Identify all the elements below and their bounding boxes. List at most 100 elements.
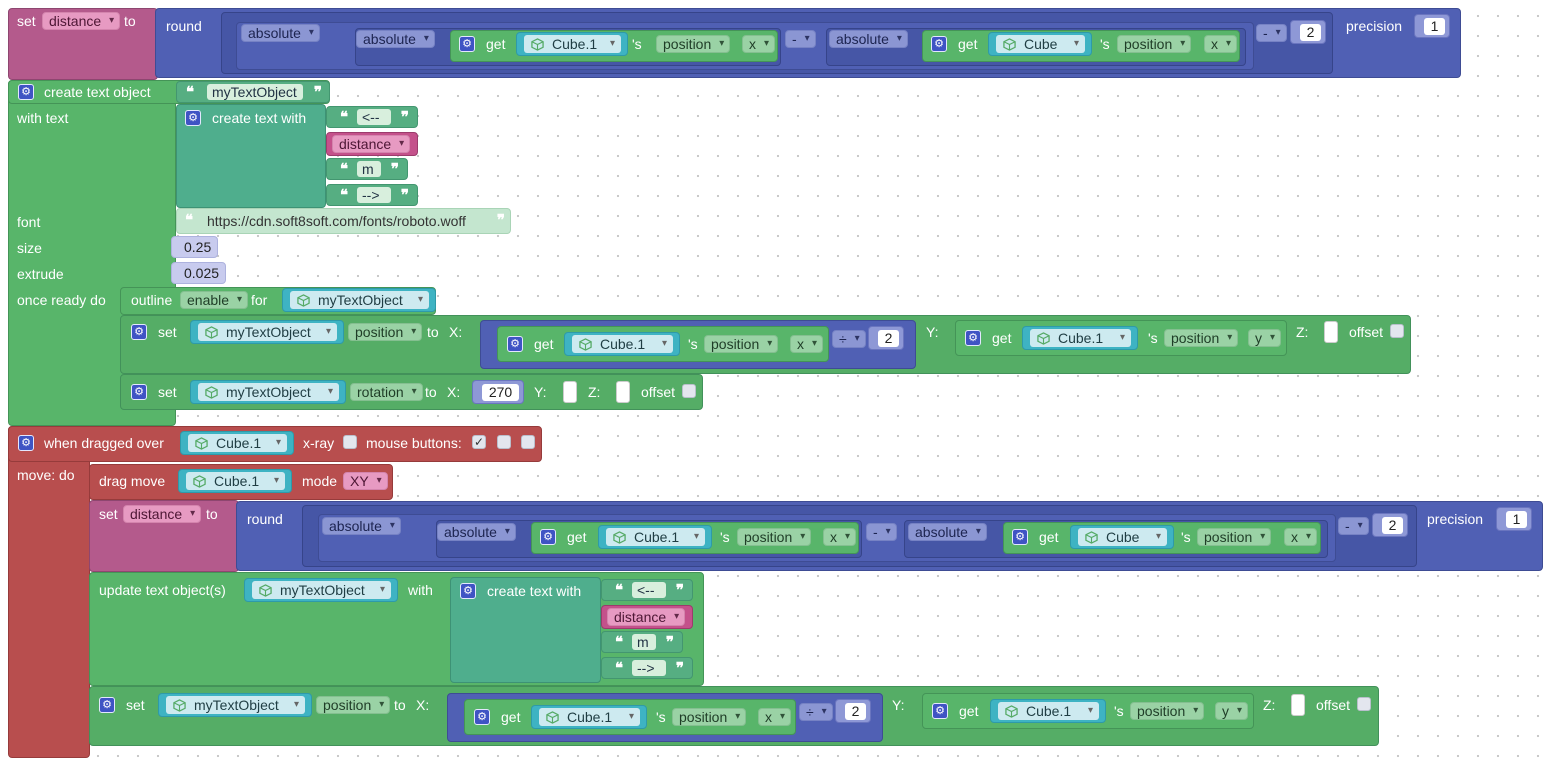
distance-var-dropdown[interactable]: distance (607, 608, 686, 626)
object-cube1[interactable]: Cube.1 (564, 332, 680, 356)
offset-checkbox[interactable] (1357, 697, 1371, 711)
cube-icon (546, 711, 559, 724)
text-item-arrow-right[interactable]: ❝-->❞ (326, 184, 418, 206)
mode-dropdown[interactable]: XY (343, 472, 388, 490)
divide-operator-dropdown[interactable]: ÷ (832, 330, 866, 348)
get-label: get (992, 330, 1012, 346)
text-item-arrow-right[interactable]: ❝-->❞ (601, 657, 693, 679)
axis-dropdown[interactable]: x (790, 335, 823, 353)
object-cube[interactable]: Cube (1070, 525, 1174, 549)
number-input[interactable]: 2 (868, 326, 904, 350)
object-cube1[interactable]: Cube.1 (598, 525, 712, 549)
xray-checkbox[interactable] (343, 435, 357, 449)
mouse-button-left-checkbox[interactable]: ✓ (472, 435, 486, 449)
text-item-arrow-left[interactable]: ❝<--❞ (601, 579, 693, 601)
property-dropdown[interactable]: position (704, 335, 779, 353)
absolute-dropdown-1[interactable]: absolute (437, 523, 516, 541)
z-empty-slot[interactable] (1291, 694, 1305, 716)
distance-var-dropdown[interactable]: distance (123, 505, 202, 523)
object-cube1[interactable]: Cube.1 (1022, 326, 1138, 350)
axis-dropdown[interactable]: x (823, 528, 856, 546)
property-dropdown[interactable]: position (316, 696, 391, 714)
mouse-button-right-checkbox[interactable] (521, 435, 535, 449)
mouse-button-middle-checkbox[interactable] (497, 435, 511, 449)
to-label: to (206, 506, 218, 522)
object-cube[interactable]: Cube (988, 32, 1092, 56)
object-mytextobject[interactable]: myTextObject (190, 380, 346, 404)
absolute-dropdown-2[interactable]: absolute (829, 30, 908, 48)
object-cube1[interactable]: Cube.1 (516, 32, 628, 56)
distance-var-dropdown[interactable]: distance (42, 12, 121, 30)
text-item-arrow-left[interactable]: ❝<--❞ (326, 106, 418, 128)
to-label: to (124, 13, 136, 29)
number-input[interactable]: 2 (1290, 20, 1326, 44)
distance-var-dropdown[interactable]: distance (332, 135, 411, 153)
axis-dropdown[interactable]: x (758, 708, 791, 726)
create-text-with-block[interactable] (176, 104, 326, 208)
gear-icon: ⚙ (131, 384, 147, 400)
property-dropdown[interactable]: position (737, 528, 812, 546)
axis-dropdown[interactable]: x (1284, 528, 1317, 546)
minus-operator-dropdown[interactable]: - (1256, 24, 1287, 42)
xray-label: x-ray (303, 435, 335, 451)
text-item-unit[interactable]: ❝m❞ (601, 631, 683, 653)
number-input[interactable]: 2 (835, 699, 871, 723)
size-input[interactable]: 0.25 (171, 236, 219, 258)
axis-dropdown[interactable]: x (742, 35, 775, 53)
create-text-object-label: create text object (44, 84, 151, 100)
object-cube1[interactable]: Cube.1 (531, 705, 647, 729)
object-cube1[interactable]: Cube.1 (180, 431, 294, 455)
precision-input[interactable]: 1 (1414, 14, 1450, 38)
object-mytextobject[interactable]: myTextObject (244, 578, 398, 602)
property-dropdown[interactable]: rotation (350, 383, 423, 401)
cube-icon (1037, 332, 1050, 345)
property-dropdown[interactable]: position (1164, 329, 1239, 347)
with-text-label: with text (17, 110, 69, 126)
when-dragged-over-block[interactable] (8, 426, 90, 758)
object-cube1[interactable]: Cube.1 (178, 469, 292, 493)
gear-icon: ⚙ (474, 709, 490, 725)
move-do-label: move: do (17, 467, 75, 483)
gear-icon: ⚙ (931, 36, 947, 52)
property-dropdown[interactable]: position (1117, 35, 1192, 53)
y-empty-slot[interactable] (563, 381, 577, 403)
get-label: get (1039, 529, 1059, 545)
object-mytextobject[interactable]: myTextObject (282, 288, 436, 312)
offset-checkbox[interactable] (682, 384, 696, 398)
axis-dropdown[interactable]: x (1204, 35, 1237, 53)
precision-input[interactable]: 1 (1496, 507, 1532, 531)
offset-checkbox[interactable] (1390, 324, 1404, 338)
cube-icon (205, 326, 218, 339)
offset-label: offset (1349, 324, 1383, 340)
object-mytextobject[interactable]: myTextObject (190, 320, 344, 344)
minus-operator-dropdown[interactable]: - (785, 30, 816, 48)
font-url-input[interactable]: ❝https://cdn.soft8soft.com/fonts/roboto.… (176, 208, 511, 234)
property-dropdown[interactable]: position (672, 708, 747, 726)
axis-dropdown[interactable]: y (1248, 329, 1281, 347)
absolute-dropdown-outer[interactable]: absolute (322, 517, 401, 535)
text-object-name-input[interactable]: ❝myTextObject❞ (176, 81, 330, 103)
object-cube1[interactable]: Cube.1 (990, 699, 1106, 723)
z-empty-slot[interactable] (616, 381, 630, 403)
property-dropdown[interactable]: position (656, 35, 731, 53)
z-empty-slot[interactable] (1324, 321, 1338, 343)
number-input[interactable]: 2 (1372, 513, 1408, 537)
property-dropdown[interactable]: position (1130, 702, 1205, 720)
rotation-x-input[interactable]: 270 (472, 380, 524, 404)
possessive-label: 's (656, 709, 666, 725)
property-dropdown[interactable]: position (348, 323, 423, 341)
minus-operator-dropdown[interactable]: - (866, 523, 897, 541)
object-mytextobject[interactable]: myTextObject (158, 693, 312, 717)
minus-operator-dropdown[interactable]: - (1338, 517, 1369, 535)
property-dropdown[interactable]: position (1197, 528, 1272, 546)
absolute-dropdown-1[interactable]: absolute (356, 30, 435, 48)
divide-operator-dropdown[interactable]: ÷ (799, 703, 833, 721)
absolute-dropdown-outer[interactable]: absolute (241, 24, 320, 42)
text-item-unit[interactable]: ❝m❞ (326, 158, 408, 180)
outline-mode-dropdown[interactable]: enable (180, 291, 249, 309)
possessive-label: 's (632, 36, 642, 52)
extrude-input[interactable]: 0.025 (171, 262, 227, 284)
axis-dropdown[interactable]: y (1215, 702, 1248, 720)
to-label: to (427, 324, 439, 340)
absolute-dropdown-2[interactable]: absolute (908, 523, 987, 541)
